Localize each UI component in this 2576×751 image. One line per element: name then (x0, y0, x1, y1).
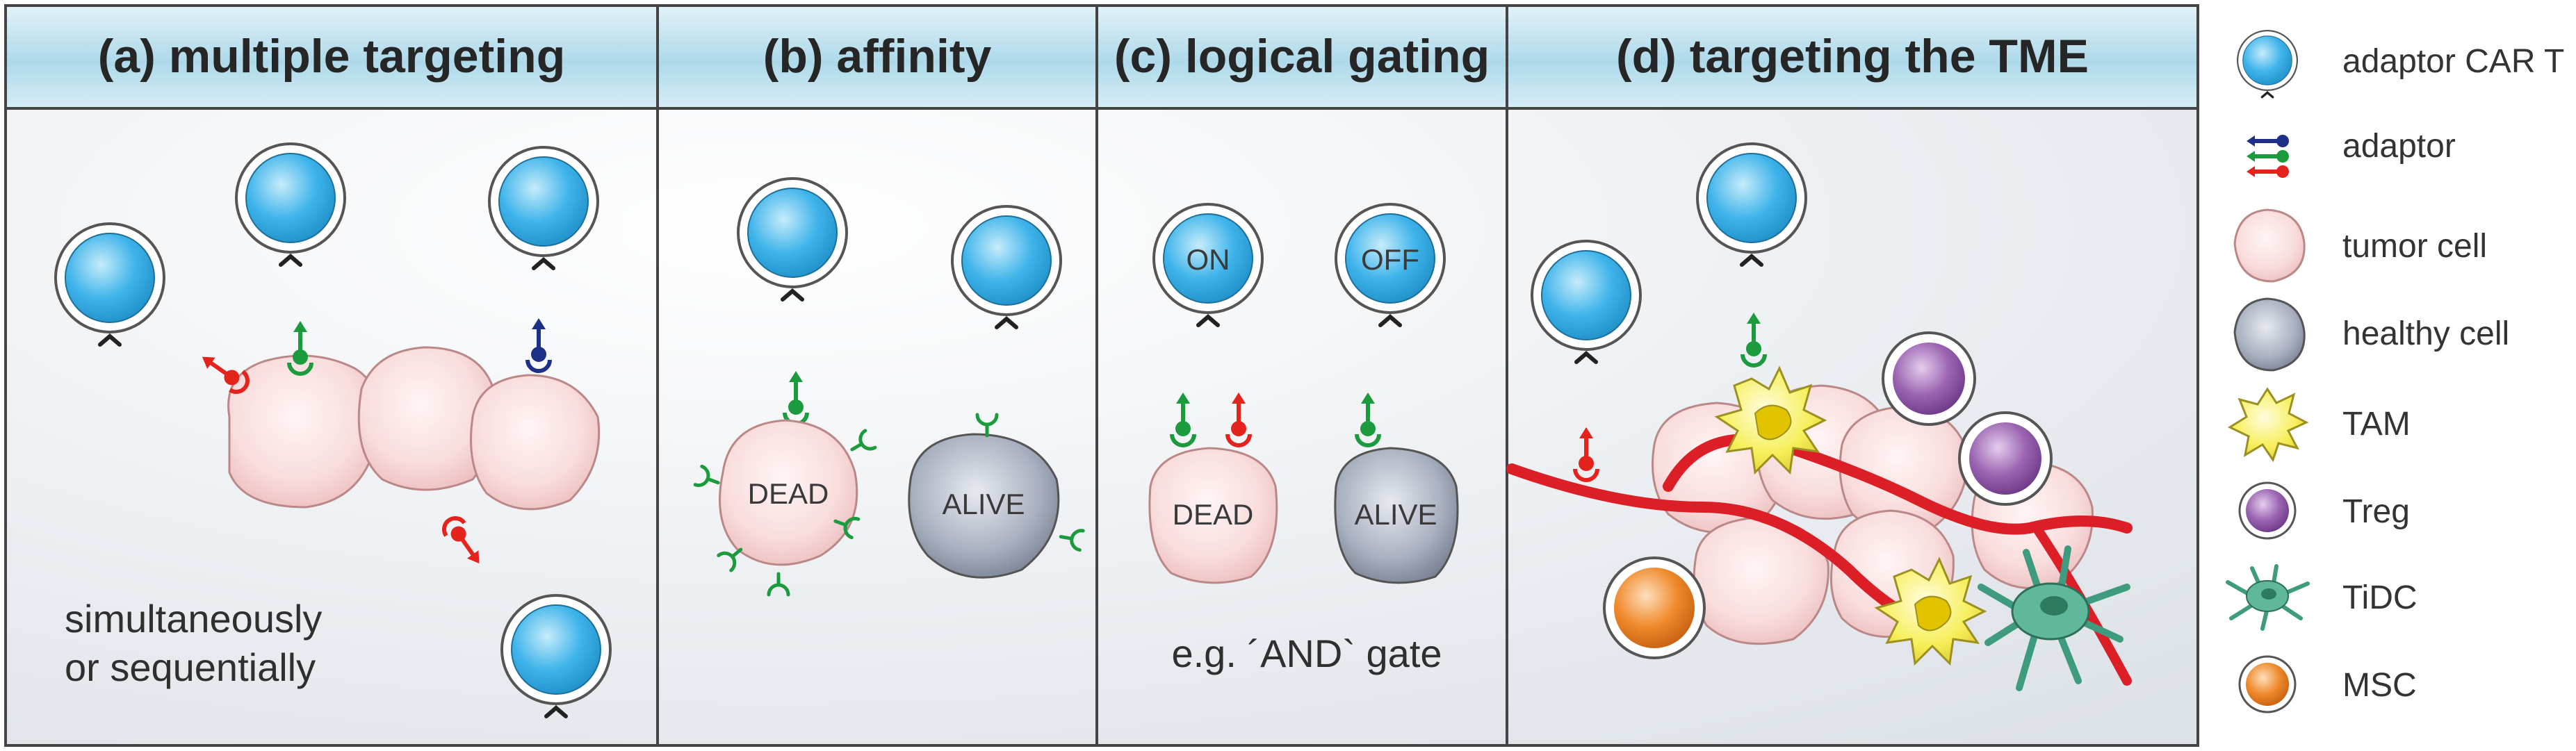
treg-cell-core (1969, 422, 2041, 495)
dead-label: DEAD (748, 477, 829, 510)
tam-nucleus (1914, 595, 1952, 632)
panel-d-illustration (1506, 144, 2133, 691)
adaptor-car-t-icon (2236, 29, 2299, 99)
legend-label: adaptor CAR T (2342, 43, 2564, 80)
adaptor-icon (2247, 135, 2289, 178)
panel-b-illustration (695, 179, 1083, 595)
panel-a-illustration (56, 144, 610, 716)
tumor-cell-right (470, 374, 601, 511)
tam-nucleus (1754, 404, 1792, 440)
alive-label: ALIVE (1354, 498, 1437, 531)
dead-label: DEAD (1173, 498, 1254, 531)
tumor-cell-dead (1148, 447, 1278, 584)
tumor-cell (1693, 516, 1829, 645)
legend: adaptor CAR T adaptor tumor cell healthy… (2226, 29, 2564, 713)
healthy-cell-alive (908, 433, 1060, 579)
tam-icon (2227, 387, 2309, 463)
panel-c-note: e.g. ´AND` gate (1171, 632, 1442, 675)
legend-label: TAM (2342, 406, 2411, 443)
legend-item: adaptor CAR T (2236, 29, 2564, 99)
legend-item: Treg (2238, 481, 2410, 540)
legend-item: MSC (2238, 655, 2417, 713)
legend-item: TiDC (2226, 564, 2418, 631)
panel-a-note-line2: or sequentially (65, 645, 316, 689)
panel-a-note-line1: simultaneously (65, 597, 322, 641)
panel-c-title: (c) logical gating (1114, 30, 1490, 83)
blood-vessel (1663, 434, 2133, 535)
legend-label: MSC (2342, 667, 2417, 704)
panel-c-illustration (1148, 204, 1459, 584)
msc-cell-core (1614, 568, 1695, 648)
legend-item: adaptor (2247, 128, 2456, 178)
on-label: ON (1187, 243, 1230, 276)
healthy-cell-alive (1334, 447, 1459, 584)
treg-cell-core (1893, 343, 1965, 415)
tidc-icon (2226, 564, 2310, 631)
legend-label: Treg (2342, 493, 2410, 530)
legend-label: healthy cell (2342, 315, 2509, 352)
panel-d-title: (d) targeting the TME (1616, 30, 2089, 83)
legend-label: adaptor (2342, 128, 2456, 165)
legend-label: tumor cell (2342, 228, 2487, 265)
legend-item: tumor cell (2233, 208, 2487, 283)
panel-b-title: (b) affinity (763, 30, 992, 83)
legend-label: TiDC (2342, 579, 2418, 616)
legend-item: TAM (2227, 387, 2411, 463)
healthy-cell-icon (2233, 297, 2306, 372)
tumor-cell-icon (2233, 208, 2306, 283)
alive-label: ALIVE (942, 488, 1025, 520)
legend-item: healthy cell (2233, 297, 2509, 372)
off-label: OFF (1361, 243, 1419, 276)
panel-a-title: (a) multiple targeting (98, 30, 565, 83)
tidc-cell (1978, 545, 2130, 691)
